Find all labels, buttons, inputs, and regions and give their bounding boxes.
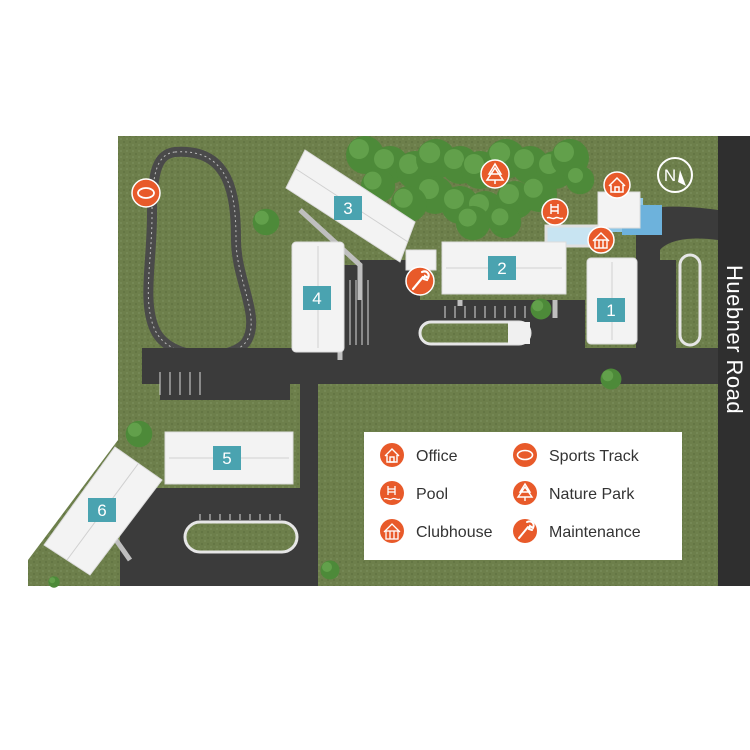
track-icon — [516, 449, 534, 461]
building-3[interactable]: 3 — [334, 196, 362, 220]
lot-islands — [183, 253, 702, 554]
maintenance-marker[interactable] — [405, 266, 435, 296]
legend: Office Pool Clubhouse Sports Tra — [364, 432, 682, 560]
svg-text:N: N — [664, 166, 676, 185]
pool-icon — [383, 486, 401, 501]
house-icon — [384, 448, 400, 463]
svg-text:Pool: Pool — [416, 486, 448, 503]
building-5[interactable]: 5 — [213, 446, 241, 470]
svg-text:1: 1 — [606, 301, 615, 320]
huebner-road — [718, 136, 750, 586]
house-icon — [608, 176, 626, 193]
nature-park-marker[interactable] — [480, 159, 510, 189]
tree-icon — [485, 162, 505, 184]
svg-text:Maintenance: Maintenance — [549, 524, 641, 541]
clubhouse-marker[interactable] — [587, 226, 615, 254]
building-4[interactable]: 4 — [303, 286, 331, 310]
svg-text:3: 3 — [343, 199, 352, 218]
svg-text:6: 6 — [97, 501, 106, 520]
clubhouse-icon — [592, 232, 610, 249]
svg-text:5: 5 — [222, 449, 231, 468]
clubhouse-icon — [383, 523, 401, 540]
building-6[interactable]: 6 — [88, 498, 116, 522]
svg-text:4: 4 — [312, 289, 321, 308]
pool-icon — [546, 204, 564, 220]
svg-text:Office: Office — [416, 448, 458, 465]
track-marker[interactable] — [131, 178, 161, 208]
north-compass: N — [657, 157, 693, 193]
svg-text:2: 2 — [497, 259, 506, 278]
svg-text:Sports Track: Sports Track — [549, 448, 640, 465]
legend-item-pool[interactable]: Pool — [380, 481, 448, 505]
wrench-icon — [518, 520, 535, 539]
legend-item-clubhouse[interactable]: Clubhouse — [380, 519, 493, 543]
building-1[interactable]: 1 — [597, 298, 625, 322]
legend-item-office[interactable]: Office — [380, 443, 458, 467]
legend-item-maintenance[interactable]: Maintenance — [513, 519, 641, 543]
building-2[interactable]: 2 — [488, 256, 516, 280]
track-icon — [137, 187, 155, 199]
wrench-icon — [411, 270, 430, 291]
tree-icon — [516, 482, 534, 501]
svg-text:Nature Park: Nature Park — [549, 486, 635, 503]
svg-text:Clubhouse: Clubhouse — [416, 524, 493, 541]
legend-item-nature-park[interactable]: Nature Park — [513, 481, 635, 505]
parking-stalls — [159, 280, 526, 520]
legend-item-sports-track[interactable]: Sports Track — [513, 443, 640, 467]
pool-marker[interactable] — [541, 198, 569, 226]
office-marker[interactable] — [603, 171, 631, 199]
road-label: Huebner Road — [722, 265, 747, 414]
